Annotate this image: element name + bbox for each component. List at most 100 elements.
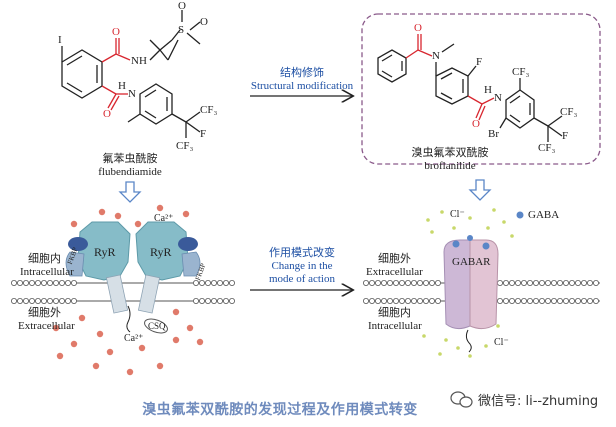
atom-cf3-tail2: CF₃ xyxy=(538,142,556,154)
lipid-head xyxy=(398,279,405,286)
lipid-head xyxy=(587,297,594,304)
cl-ion-dot xyxy=(510,234,514,238)
atom-f: F xyxy=(200,128,207,140)
watermark-text: 微信号: li--zhuming xyxy=(478,394,599,409)
cl-ion-dots xyxy=(422,208,514,358)
atom-o-amide: O xyxy=(472,118,480,130)
highlight-dashed-box xyxy=(361,13,601,165)
lipid-head xyxy=(228,297,235,304)
ca-ion-dot xyxy=(98,208,106,216)
cl-ion-dot xyxy=(430,230,434,234)
lipid-head xyxy=(16,297,23,304)
lipid-head xyxy=(65,297,72,304)
lipid-head xyxy=(35,297,42,304)
down-arrow-left xyxy=(118,181,142,203)
ca-ion-dot xyxy=(156,362,164,370)
lipid-head xyxy=(502,297,509,304)
cl-ion-dot xyxy=(438,352,442,356)
lipid-head xyxy=(368,297,375,304)
right-extra-cn: 细胞外 xyxy=(378,252,411,265)
ryr-label-right: RyR xyxy=(150,245,172,259)
lipid-head xyxy=(41,279,48,286)
wechat-icon xyxy=(450,391,473,408)
cl-label-top: Cl⁻ xyxy=(450,209,465,220)
atom-s: S xyxy=(178,24,185,36)
gabar-channel xyxy=(443,235,499,353)
cl-ion-dot xyxy=(496,324,500,328)
atom-o-lower: O xyxy=(103,108,111,120)
atom-cf3-ring: CF₃ xyxy=(512,66,530,78)
lipid-head xyxy=(216,279,223,286)
lipid-head xyxy=(496,279,503,286)
lipid-head xyxy=(428,297,435,304)
ca-label-top: Ca²⁺ xyxy=(154,213,174,224)
lipid-head xyxy=(47,279,54,286)
lipid-head xyxy=(515,297,522,304)
lipid-head xyxy=(28,279,35,286)
gaba-legend-dot xyxy=(516,211,524,219)
broflanilide-en: broflanilide xyxy=(424,160,476,172)
csq-label: CSQ xyxy=(148,321,166,331)
cl-ion-dot xyxy=(440,210,444,214)
lipid-head xyxy=(422,297,429,304)
ca-ion-dots xyxy=(52,204,204,376)
cl-ion-dot xyxy=(422,334,426,338)
lipid-head xyxy=(563,297,570,304)
cl-ion-dot xyxy=(456,346,460,350)
lipid-head xyxy=(222,297,229,304)
lipid-head xyxy=(222,279,229,286)
lipid-head xyxy=(22,297,29,304)
lipid-head xyxy=(569,279,576,286)
ca-ion-dot xyxy=(70,220,78,228)
atom-o-s2: O xyxy=(200,16,208,28)
lipid-head xyxy=(35,279,42,286)
cl-ion-dot xyxy=(484,344,488,348)
arrow-top-cn: 结构修饰 xyxy=(280,66,324,79)
left-intra-en: Intracellular xyxy=(20,266,74,278)
lipid-head xyxy=(593,279,600,286)
atom-o-upper: O xyxy=(112,26,120,38)
right-extra-en: Extracellular xyxy=(366,266,423,278)
lipid-head xyxy=(198,279,205,286)
ca-ion-dot xyxy=(138,344,146,352)
ca-ion-dot xyxy=(126,368,134,376)
arrow-top-en: Structural modification xyxy=(250,80,354,92)
lipid-head xyxy=(557,297,564,304)
lipid-head xyxy=(557,279,564,286)
lipid-head xyxy=(386,279,393,286)
atom-br: Br xyxy=(488,128,499,140)
lipid-head xyxy=(410,279,417,286)
lipid-head xyxy=(192,297,199,304)
lipid-head xyxy=(422,279,429,286)
lipid-head xyxy=(508,279,515,286)
lipid-head xyxy=(569,297,576,304)
lipid-head xyxy=(575,297,582,304)
gaba-legend-label: GABA xyxy=(528,209,560,221)
lipid-head xyxy=(502,279,509,286)
lipid-head xyxy=(53,279,60,286)
lipid-head xyxy=(368,279,375,286)
cl-ion-dot xyxy=(444,338,448,342)
gabar-label: GABAR xyxy=(452,256,491,268)
right-intra-cn: 细胞内 xyxy=(378,306,411,319)
ca-ion-dot xyxy=(186,324,194,332)
lipid-head xyxy=(47,297,54,304)
lipid-head xyxy=(575,279,582,286)
ca-ion-dot xyxy=(156,204,164,212)
lipid-head xyxy=(71,279,78,286)
lipid-head xyxy=(416,297,423,304)
lipid-head xyxy=(593,297,600,304)
lipid-head xyxy=(362,297,369,304)
ca-label-bottom: Ca²⁺ xyxy=(124,333,144,344)
cl-ion-dot xyxy=(426,218,430,222)
lipid-head xyxy=(10,279,17,286)
lipid-head xyxy=(581,279,588,286)
lipid-head xyxy=(204,297,211,304)
atom-n-amide: N xyxy=(494,92,502,104)
atom-nh-upper: NH xyxy=(131,55,147,67)
atom-h-lower: H xyxy=(118,80,126,92)
ca-ion-dot xyxy=(56,352,64,360)
lipid-head xyxy=(434,279,441,286)
ca-ion-dot xyxy=(92,362,100,370)
atom-h-amide: H xyxy=(484,84,492,96)
